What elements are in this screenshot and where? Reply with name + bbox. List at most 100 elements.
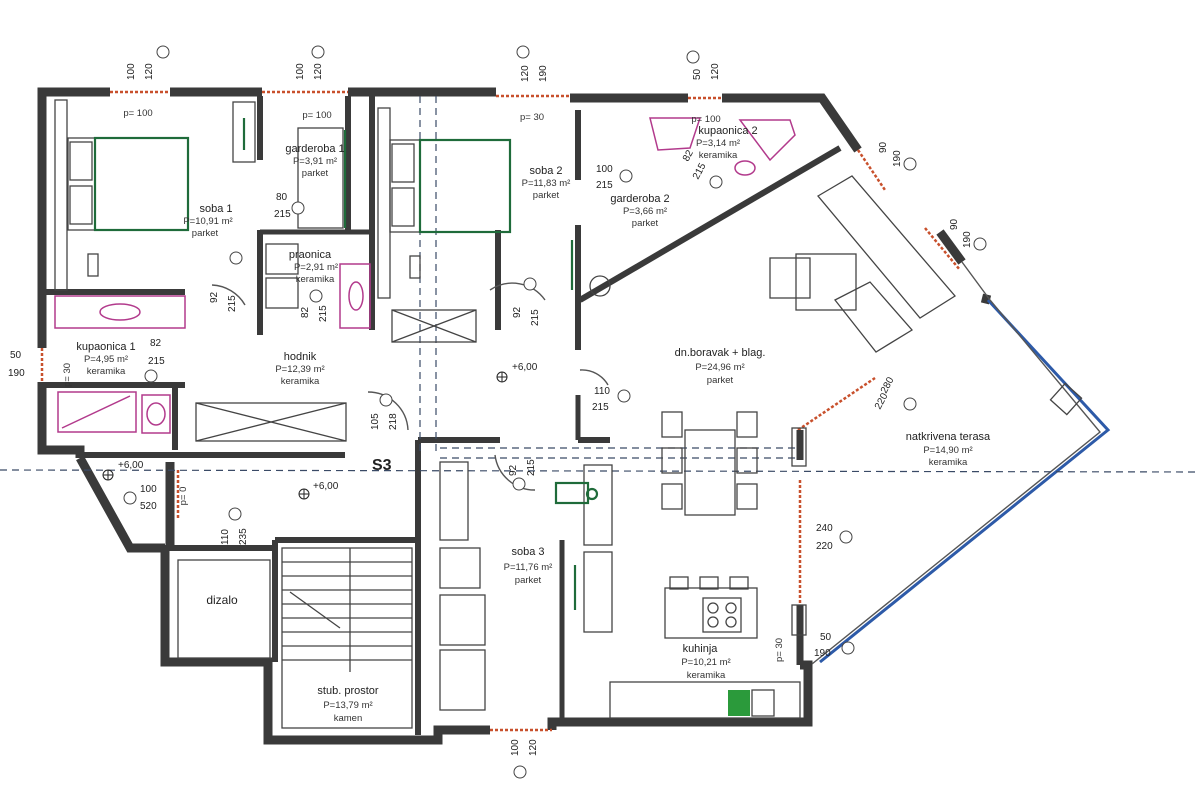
level-marker-corridor: +6,00 <box>298 481 339 500</box>
room-label-kupaonica1: kupaonica 1 P=4,95 m² keramika <box>76 341 135 377</box>
terrace-glass-edge <box>819 298 1111 664</box>
svg-text:50: 50 <box>10 350 22 361</box>
room-area: P=3,66 m² <box>623 206 667 217</box>
sill-label: p= 30 <box>520 112 544 123</box>
room-label-stubprostor: stub. prostor P=13,79 m² kamen <box>317 685 378 724</box>
room-name: stub. prostor <box>317 685 378 697</box>
svg-text:80: 80 <box>276 192 288 203</box>
room-label-kuhinja: kuhinja P=10,21 m² keramika <box>681 643 730 681</box>
room-floor: parket <box>632 218 659 229</box>
room-area: P=13,79 m² <box>323 700 372 711</box>
sill-label: p= 100 <box>302 110 331 121</box>
level-text: +6,00 <box>512 362 538 373</box>
room-label-kupaonica2: kupaonica 2 P=3,14 m² keramika <box>696 125 758 161</box>
svg-text:92: 92 <box>209 291 220 303</box>
svg-text:50: 50 <box>692 68 703 80</box>
stair-label: S3 <box>372 457 392 474</box>
level-text: +6,00 <box>313 481 339 492</box>
svg-text:110: 110 <box>594 386 610 397</box>
room-floor: keramika <box>87 366 126 377</box>
room-label-garderoba2: garderoba 2 P=3,66 m² parket <box>610 193 669 229</box>
svg-text:50: 50 <box>820 632 832 643</box>
sill-label: p= 100 <box>691 114 720 125</box>
svg-text:215: 215 <box>148 356 165 367</box>
room-area: P=24,96 m² <box>695 362 744 373</box>
room-area: P=3,91 m² <box>293 156 337 167</box>
room-floor: keramika <box>281 376 320 387</box>
room-area: P=10,21 m² <box>681 657 730 668</box>
room-area: P=2,91 m² <box>294 262 338 273</box>
svg-text:215: 215 <box>691 161 709 181</box>
room-name: dizalo <box>206 593 238 607</box>
svg-text:82: 82 <box>150 338 162 349</box>
room-area: P=11,83 m² <box>522 178 571 189</box>
svg-text:235: 235 <box>238 528 249 545</box>
room-floor: parket <box>533 190 560 201</box>
room-label-soba3: soba 3 P=11,76 m² parket <box>504 546 553 586</box>
room-name: garderoba 2 <box>610 193 669 205</box>
room-area: P=12,39 m² <box>275 364 324 375</box>
room-area: P=11,76 m² <box>504 562 553 573</box>
room-floor: kamen <box>334 713 363 724</box>
svg-text:120: 120 <box>710 63 721 80</box>
svg-text:520: 520 <box>140 501 157 512</box>
staircase <box>281 547 413 729</box>
room-name: soba 3 <box>511 546 544 558</box>
svg-text:215: 215 <box>274 209 291 220</box>
svg-text:105: 105 <box>370 413 381 430</box>
room-name: hodnik <box>284 351 317 363</box>
svg-text:92: 92 <box>512 306 523 318</box>
room-name: soba 1 <box>199 203 232 215</box>
svg-text:240: 240 <box>816 523 833 534</box>
svg-text:220: 220 <box>816 541 833 552</box>
svg-text:215: 215 <box>318 305 329 322</box>
svg-text:190: 190 <box>892 150 903 167</box>
room-name: garderoba 1 <box>285 143 344 155</box>
room-area: P=14,90 m² <box>923 445 972 456</box>
room-floor: parket <box>192 228 219 239</box>
svg-text:90: 90 <box>949 218 960 230</box>
svg-text:215: 215 <box>530 309 541 326</box>
room-floor: parket <box>707 375 734 386</box>
svg-text:215: 215 <box>596 180 613 191</box>
room-label-dnboravak: dn.boravak + blag. P=24,96 m² parket <box>675 347 766 386</box>
room-area: P=10,91 m² <box>183 216 232 227</box>
window-openings <box>40 90 961 732</box>
svg-text:100: 100 <box>140 484 157 495</box>
room-area: P=4,95 m² <box>84 354 128 365</box>
room-floor: keramika <box>929 457 968 468</box>
room-name: kupaonica 2 <box>698 125 757 137</box>
doors <box>211 282 609 491</box>
room-label-garderoba1: garderoba 1 P=3,91 m² parket <box>285 143 344 179</box>
room-floor: keramika <box>687 670 726 681</box>
room-label-soba2: soba 2 P=11,83 m² parket <box>522 165 571 201</box>
sill-label: p= 0 <box>178 487 189 506</box>
terrace-rail <box>811 299 1101 665</box>
level-marker-hall: +6,00 <box>496 362 538 383</box>
level-marker-landing: +6,00 <box>102 460 144 481</box>
svg-text:100: 100 <box>596 164 613 175</box>
svg-text:100: 100 <box>126 63 137 80</box>
room-floor: parket <box>302 168 329 179</box>
room-name: natkrivena terasa <box>906 431 991 443</box>
furniture <box>54 99 1083 729</box>
sill-label: p= 100 <box>123 108 152 119</box>
room-name: praonica <box>289 249 332 261</box>
room-name: kuhinja <box>683 643 719 655</box>
svg-text:215: 215 <box>526 459 537 476</box>
svg-text:190: 190 <box>962 231 973 248</box>
svg-text:218: 218 <box>388 413 399 430</box>
svg-text:100: 100 <box>295 63 306 80</box>
level-text: +6,00 <box>118 460 144 471</box>
svg-text:92: 92 <box>508 464 519 476</box>
svg-text:215: 215 <box>227 295 238 312</box>
room-area: P=3,14 m² <box>696 138 740 149</box>
room-name: kupaonica 1 <box>76 341 135 353</box>
sill-label: p= 30 <box>774 638 785 662</box>
svg-text:215: 215 <box>592 402 609 413</box>
dimension-labels: 100 120 100 120 120 190 50 120 90 190 90… <box>8 45 987 779</box>
exterior-walls <box>37 87 992 745</box>
room-label-hodnik: hodnik P=12,39 m² keramika <box>275 351 324 387</box>
svg-text:100: 100 <box>510 739 521 756</box>
